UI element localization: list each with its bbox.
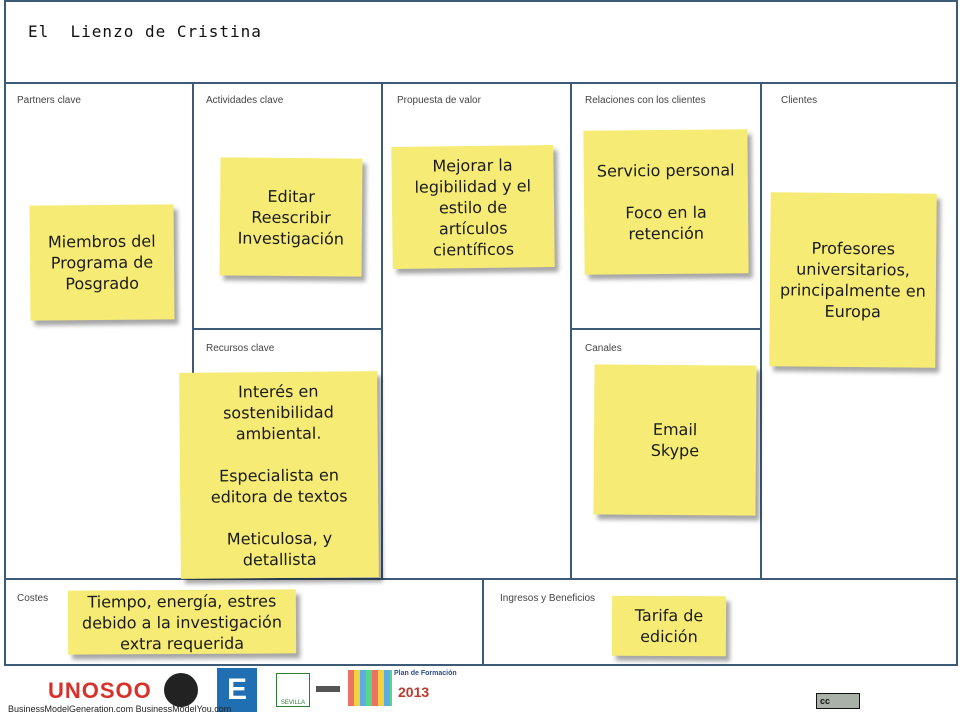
sticky-note-canales: Email Skype xyxy=(593,364,757,516)
footer-credit: BusinessModelGeneration.com BusinessMode… xyxy=(8,704,232,714)
e-logo: E xyxy=(217,668,257,712)
label-recursos: Recursos clave xyxy=(206,343,275,354)
label-relaciones: Relaciones con los clientes xyxy=(585,95,706,106)
plan-formacion-year: 2013 xyxy=(398,684,430,700)
canvas-title-box xyxy=(4,0,958,84)
cc-badge-text: cc xyxy=(820,696,831,706)
sticky-note-text: Email Skype xyxy=(650,419,700,461)
circular-emblem-logo xyxy=(164,673,198,707)
e-logo-letter: E xyxy=(226,673,247,706)
sticky-note-text: Miembros del Programa de Posgrado xyxy=(47,231,156,294)
sevilla-logo-text: SEVILLA xyxy=(280,700,306,706)
sticky-note-propuesta: Mejorar la legibilidad y el estilo de ar… xyxy=(391,145,555,269)
sticky-note-text: Mejorar la legibilidad y el estilo de ar… xyxy=(414,155,532,259)
label-ingresos: Ingresos y Beneficios xyxy=(500,593,596,604)
label-actividades: Actividades clave xyxy=(206,95,284,106)
sticky-note-partners: Miembros del Programa de Posgrado xyxy=(29,204,175,321)
sticky-note-text: Interés en sostenibilidad ambiental. Esp… xyxy=(210,381,348,569)
canvas-title: El Lienzo de Cristina xyxy=(28,22,262,41)
plan-formacion-logo: Plan de Formación 2013 xyxy=(348,670,457,706)
sevilla-logo: SEVILLA xyxy=(276,673,310,707)
sticky-note-text: Tiempo, energía, estres debido a la inve… xyxy=(81,591,283,653)
sticky-note-ingresos: Tarifa de edición xyxy=(611,595,727,657)
sticky-note-relaciones: Servicio personal Foco en la retención xyxy=(583,129,749,275)
unoss-logo: UNOSOO xyxy=(48,680,152,702)
section-partners xyxy=(4,82,194,580)
prodetur-logo xyxy=(316,686,340,692)
label-propuesta: Propuesta de valor xyxy=(397,95,481,106)
sticky-note-text: Servicio personal Foco en la retención xyxy=(596,160,735,244)
sticky-note-recursos: Interés en sostenibilidad ambiental. Esp… xyxy=(179,371,379,579)
sticky-note-text: Tarifa de edición xyxy=(634,605,704,647)
label-costes: Costes xyxy=(17,593,49,604)
label-clientes: Clientes xyxy=(781,95,818,106)
label-canales: Canales xyxy=(585,343,622,354)
sticky-note-costes: Tiempo, energía, estres debido a la inve… xyxy=(67,589,297,655)
unoss-logo-text: UNOSOO xyxy=(48,678,152,703)
sticky-note-text: Profesores universitarios, principalment… xyxy=(779,238,926,322)
label-partners: Partners clave xyxy=(17,95,81,106)
sticky-note-text: Editar Reescribir Investigación xyxy=(237,186,345,248)
sticky-note-clientes: Profesores universitarios, principalment… xyxy=(769,192,937,368)
creative-commons-badge: cc xyxy=(816,693,860,709)
sticky-note-actividades: Editar Reescribir Investigación xyxy=(219,157,363,277)
plan-formacion-title: Plan de Formación xyxy=(394,670,457,677)
